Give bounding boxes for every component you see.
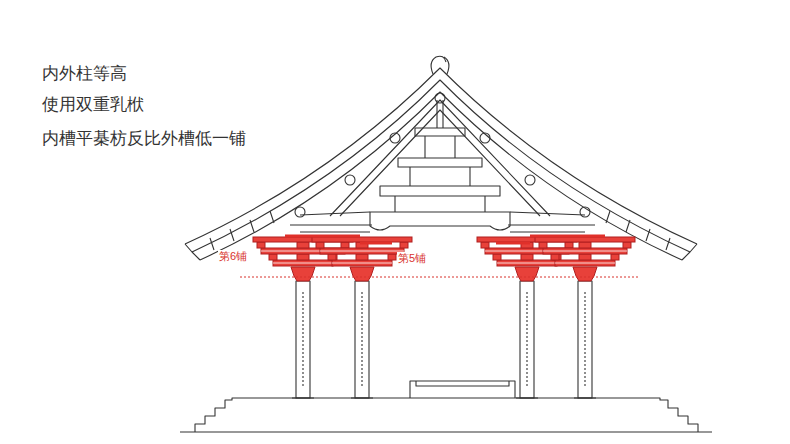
level-label: 第5铺: [397, 252, 427, 265]
note-text: 内槽平棊枋反比外槽低一铺: [42, 129, 246, 149]
note-text: 内外柱等高: [42, 64, 127, 84]
level-label: 第6铺: [218, 250, 248, 263]
note-text: 使用双重乳栿: [42, 95, 144, 115]
